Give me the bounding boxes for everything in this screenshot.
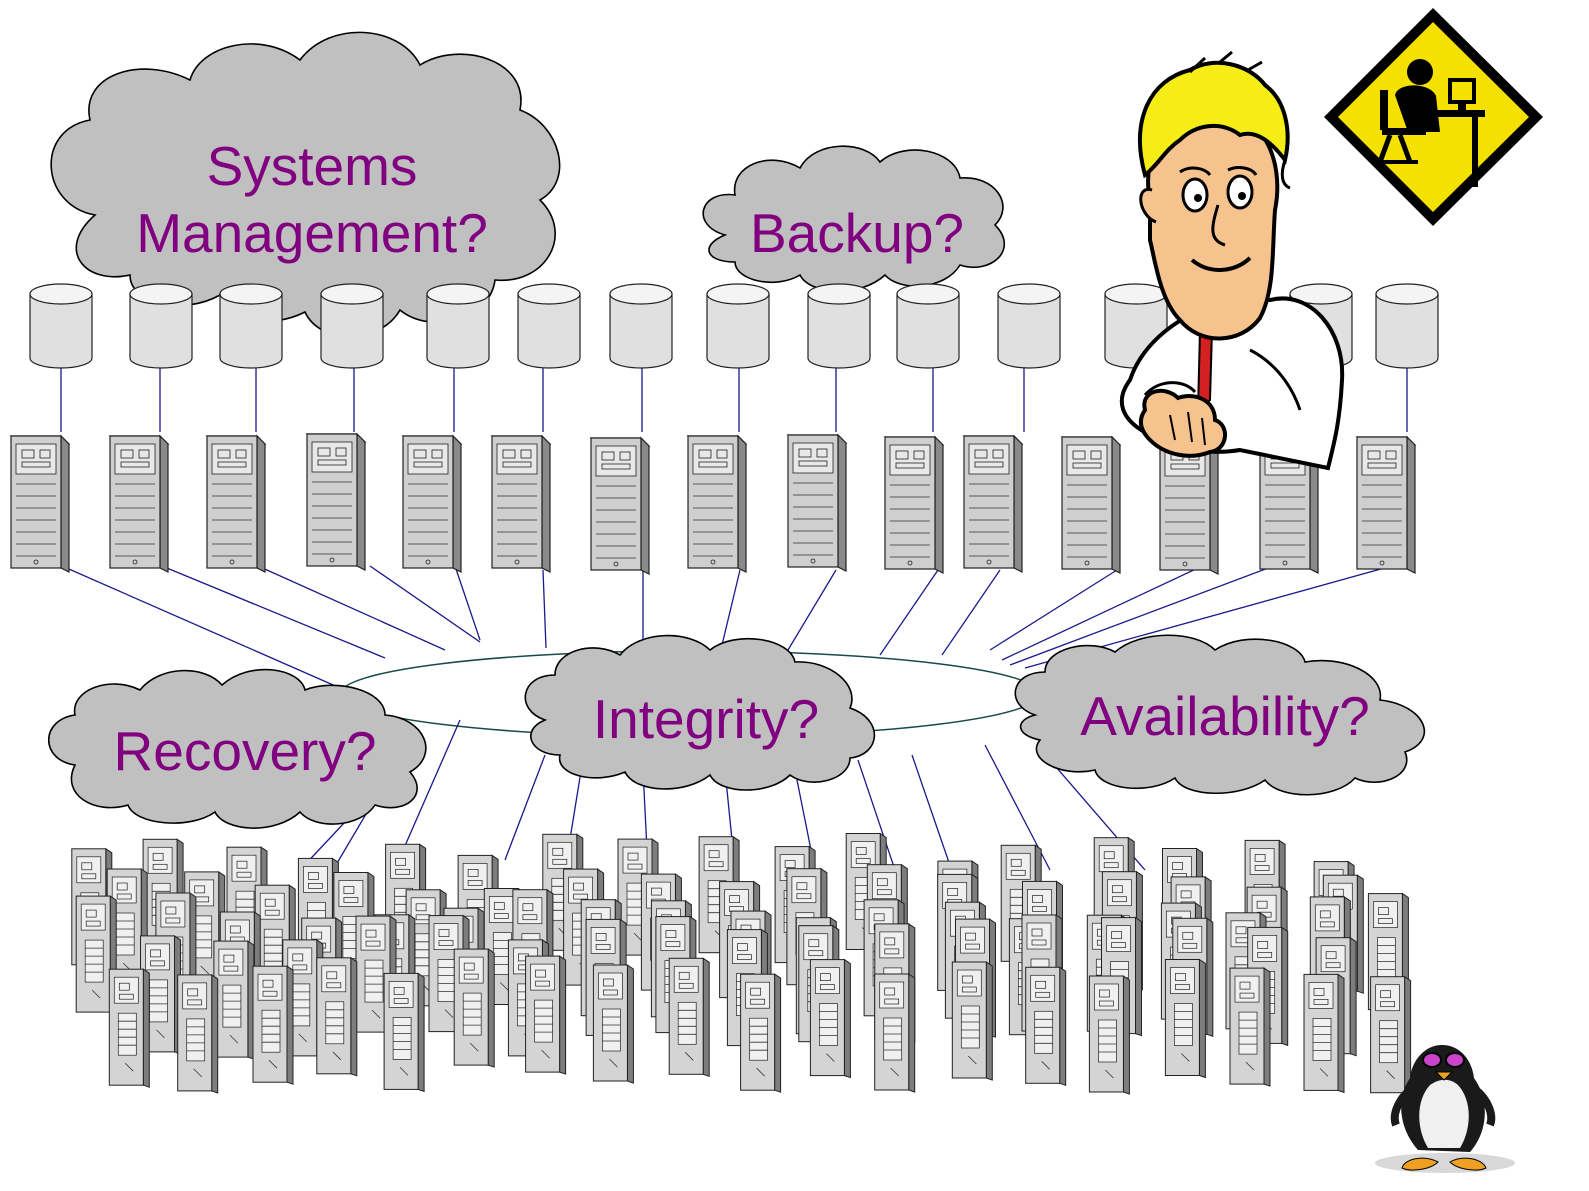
farm-server-icon	[1370, 976, 1412, 1096]
server-icon	[1356, 436, 1416, 574]
disk-icon	[29, 283, 93, 369]
server-icon	[884, 436, 944, 574]
cloud-recovery: Recovery?	[48, 668, 427, 829]
farm-server-icon	[108, 968, 150, 1088]
disk-server-links	[60, 360, 1408, 432]
disk-icon	[219, 283, 283, 369]
farm-server-icon	[809, 959, 851, 1079]
server-icon	[109, 435, 169, 573]
cloud-systems-line2: Management?	[136, 202, 488, 264]
cloud-systems-management: Systems Management?	[50, 31, 561, 338]
cloud-systems-line1: Systems	[207, 135, 418, 197]
disk-icon	[997, 283, 1061, 369]
farm-server-icon	[951, 961, 993, 1081]
disk-icon	[609, 283, 673, 369]
server-icon	[687, 435, 747, 573]
puzzled-man-icon	[1119, 50, 1345, 471]
server-icon	[1159, 437, 1219, 575]
disk-icon	[517, 283, 581, 369]
server-farm	[71, 833, 1412, 1096]
server-icon	[787, 434, 847, 572]
server-icon	[306, 433, 366, 571]
server-ring-links	[61, 555, 1414, 689]
disk-icon	[320, 283, 384, 369]
penguin-icon	[1375, 1045, 1515, 1173]
farm-server-icon	[453, 948, 495, 1068]
disk-icon	[807, 283, 871, 369]
farm-server-icon	[668, 957, 710, 1077]
cloud-availability: Availability?	[1014, 634, 1426, 796]
disk-icon	[129, 283, 193, 369]
farm-server-icon	[316, 957, 358, 1077]
server-icon	[206, 435, 266, 573]
cloud-integrity-label: Integrity?	[593, 688, 819, 750]
disk-icon	[896, 283, 960, 369]
server-icon	[10, 435, 70, 573]
farm-server-icon	[252, 965, 294, 1085]
disk-icon	[706, 283, 770, 369]
farm-server-icon	[874, 973, 916, 1093]
cloud-backup-label: Backup?	[750, 202, 964, 264]
server-icon	[1061, 436, 1121, 574]
farm-server-icon	[1025, 966, 1067, 1086]
farm-server-icon	[1164, 959, 1206, 1078]
farm-server-icon	[177, 974, 219, 1094]
cloud-availability-label: Availability?	[1080, 685, 1369, 747]
farm-server-icon	[740, 973, 782, 1093]
warning-sign-icon	[1324, 8, 1543, 226]
farm-server-icon	[383, 972, 425, 1092]
cloud-recovery-label: Recovery?	[114, 720, 377, 782]
cloud-backup: Backup?	[702, 145, 1006, 292]
farm-server-icon	[592, 964, 634, 1084]
farm-server-icon	[1303, 973, 1345, 1093]
server-icon	[402, 435, 462, 573]
disk-icon	[426, 283, 490, 369]
farm-server-icon	[1088, 975, 1130, 1095]
farm-server-icon	[525, 955, 567, 1075]
disk-icon	[1375, 283, 1439, 369]
farm-server-icon	[213, 940, 255, 1060]
cloud-integrity: Integrity?	[524, 634, 876, 791]
server-icon	[491, 435, 551, 573]
farm-server-icon	[1229, 967, 1271, 1087]
server-icon	[963, 435, 1023, 573]
server-icon	[590, 437, 650, 575]
